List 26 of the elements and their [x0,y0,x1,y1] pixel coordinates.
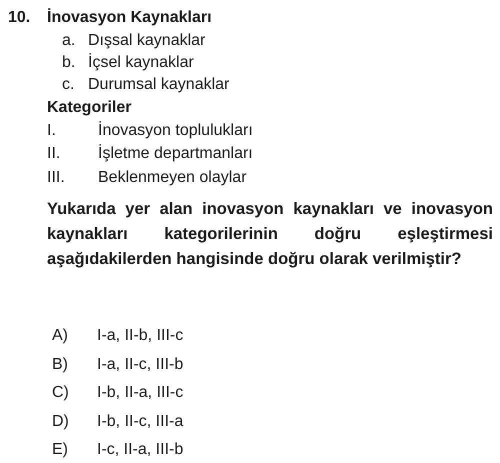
option-letter: A) [52,326,68,346]
list-marker: b. [62,53,76,73]
list-item: Dışsal kaynaklar [88,31,206,51]
option-text: I-c, II-a, III-b [97,440,184,460]
option-letter: E) [52,440,68,460]
option-text: I-a, II-b, III-c [97,326,184,346]
question-number: 10. [8,8,30,28]
list-item: Durumsal kaynaklar [88,75,230,95]
option-text: I-b, II-c, III-a [97,412,184,432]
list-item: Beklenmeyen olaylar [98,168,247,188]
list-item: İnovasyon toplulukları [98,121,253,141]
list-item: İçsel kaynaklar [88,53,194,73]
option-letter: C) [52,383,69,403]
option-letter: B) [52,355,68,375]
list-marker: III. [47,168,65,188]
question-text: Yukarıda yer alan inovasyon kaynakları ve inovasyon kaynakları kategorilerinin doğru eşleştirmesi aşağıdakilerden hangisinde doğru olarak verilmiştir? [47,199,493,270]
list-marker: a. [62,31,76,51]
option-text: I-b, II-a, III-c [97,383,184,403]
list-marker: c. [62,75,74,95]
option-letter: D) [52,412,69,432]
list-marker: I. [47,121,56,141]
list-item: İşletme departmanları [98,144,253,164]
section-heading: Kategoriler [47,98,132,118]
list-marker: II. [47,144,60,164]
option-text: I-a, II-c, III-b [97,355,184,375]
section-heading: İnovasyon Kaynakları [47,8,212,28]
